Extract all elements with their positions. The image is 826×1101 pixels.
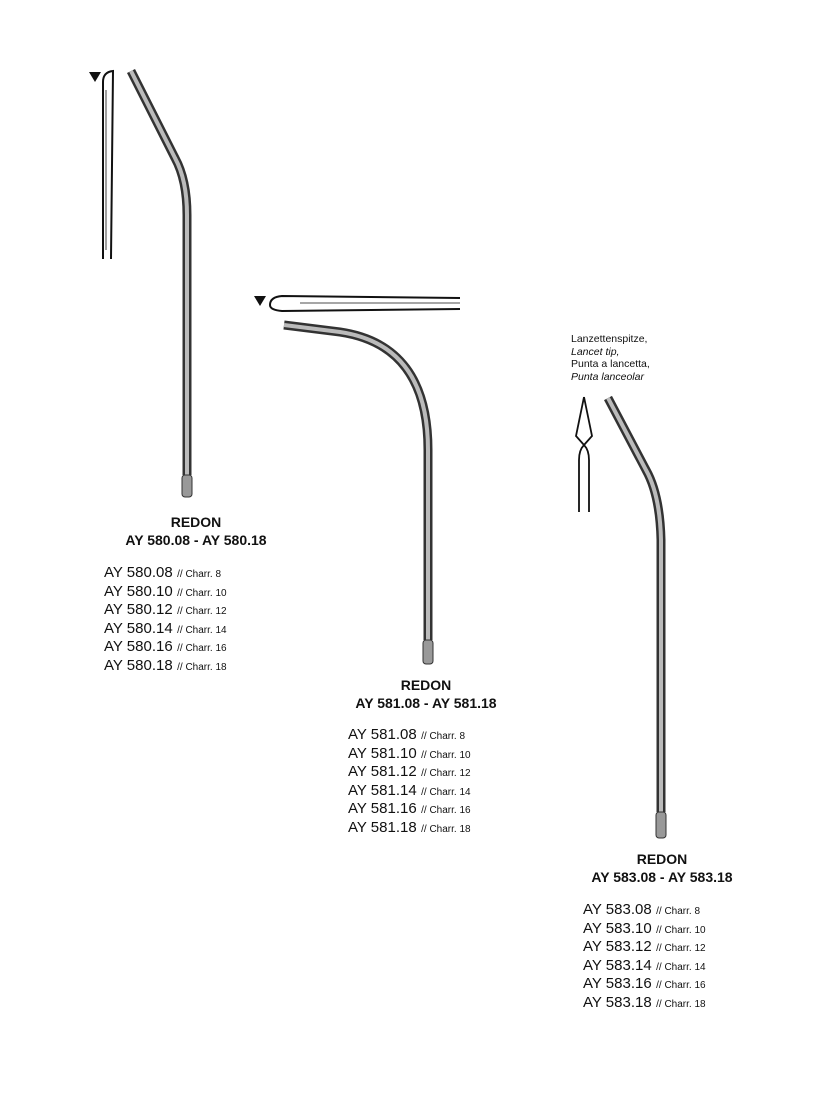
article-code: AY 583.12 (583, 938, 652, 956)
product-heading: REDON AY 581.08 - AY 581.18 (326, 676, 526, 712)
list-item: AY 580.16 // Charr. 16 (104, 638, 227, 657)
list-item: AY 580.12 // Charr. 12 (104, 601, 227, 620)
charriere-size: // Charr. 8 (177, 569, 222, 580)
list-item: AY 583.14 // Charr. 14 (583, 957, 706, 976)
charriere-size: // Charr. 18 (421, 823, 471, 835)
article-code: AY 580.14 (104, 619, 173, 637)
article-code: AY 580.12 (104, 601, 173, 619)
article-code: AY 581.10 (348, 744, 417, 762)
article-code: AY 581.18 (348, 818, 417, 836)
article-code: AY 580.10 (104, 582, 173, 600)
charriere-size: // Charr. 10 (177, 587, 227, 599)
note-de: Lanzettenspitze, (571, 333, 648, 345)
article-code: AY 581.14 (348, 781, 417, 799)
charriere-size: // Charr. 18 (656, 998, 706, 1010)
list-item: AY 580.14 // Charr. 14 (104, 620, 227, 639)
charriere-size: // Charr. 14 (421, 786, 471, 798)
article-code: AY 580.16 (104, 638, 173, 656)
list-item: AY 583.18 // Charr. 18 (583, 994, 706, 1013)
list-item: AY 581.18 // Charr. 18 (348, 819, 471, 838)
product-name: REDON (400, 677, 452, 693)
charriere-size: // Charr. 10 (421, 749, 471, 761)
list-item: AY 580.18 // Charr. 18 (104, 657, 227, 676)
charriere-size: // Charr. 18 (177, 661, 227, 673)
list-item: AY 580.10 // Charr. 10 (104, 583, 227, 602)
charriere-size: // Charr. 16 (421, 805, 471, 817)
lancet-tip-note: Lanzettenspitze, Lancet tip, Punta a lan… (571, 333, 650, 383)
product-heading: REDON AY 580.08 - AY 580.18 (96, 513, 296, 549)
charriere-size: // Charr. 14 (177, 624, 227, 636)
charriere-size: // Charr. 12 (656, 943, 706, 955)
article-code: AY 581.12 (348, 763, 417, 781)
product-heading: REDON AY 583.08 - AY 583.18 (562, 850, 762, 886)
article-code: AY 583.16 (583, 975, 652, 993)
tip-marker-icon (254, 296, 266, 306)
product-range: AY 583.08 - AY 583.18 (591, 869, 733, 885)
charriere-size: // Charr. 16 (656, 980, 706, 992)
list-item: AY 581.16 // Charr. 16 (348, 800, 471, 819)
article-code: AY 580.18 (104, 656, 173, 674)
charriere-size: // Charr. 12 (177, 606, 227, 618)
article-code: AY 581.16 (348, 800, 417, 818)
note-it: Punta a lancetta, (571, 358, 650, 370)
charriere-size: // Charr. 8 (656, 906, 701, 917)
charriere-size: // Charr. 14 (656, 961, 706, 973)
list-item: AY 583.10 // Charr. 10 (583, 920, 706, 939)
charriere-size: // Charr. 8 (421, 731, 466, 742)
note-en: Lancet tip, (571, 345, 620, 358)
article-code: AY 580.08 (104, 564, 173, 581)
trocar-583-illustration (575, 395, 667, 839)
article-code: AY 583.10 (583, 919, 652, 937)
article-code: AY 581.08 (348, 726, 417, 743)
product-name: REDON (170, 514, 222, 530)
list-item: AY 583.16 // Charr. 16 (583, 975, 706, 994)
article-code: AY 583.18 (583, 993, 652, 1011)
tip-marker-icon (89, 72, 101, 82)
list-item: AY 583.08 // Charr. 8 (583, 901, 706, 920)
trocar-580-illustration (89, 68, 193, 498)
note-es: Punta lanceolar (571, 370, 644, 383)
charriere-size: // Charr. 10 (656, 924, 706, 936)
product-name: REDON (636, 851, 688, 867)
list-item: AY 581.10 // Charr. 10 (348, 745, 471, 764)
article-code: AY 583.08 (583, 901, 652, 918)
list-item: AY 581.12 // Charr. 12 (348, 763, 471, 782)
list-item: AY 581.08 // Charr. 8 (348, 726, 471, 745)
list-item: AY 581.14 // Charr. 14 (348, 782, 471, 801)
charriere-size: // Charr. 16 (177, 643, 227, 655)
article-code: AY 583.14 (583, 956, 652, 974)
charriere-size: // Charr. 12 (421, 768, 471, 780)
product-range: AY 580.08 - AY 580.18 (125, 532, 267, 548)
product-range: AY 581.08 - AY 581.18 (355, 695, 497, 711)
list-item: AY 583.12 // Charr. 12 (583, 938, 706, 957)
list-item: AY 580.08 // Charr. 8 (104, 564, 227, 583)
lancet-tip-detail (575, 396, 593, 512)
trocar-581-illustration (254, 294, 461, 665)
